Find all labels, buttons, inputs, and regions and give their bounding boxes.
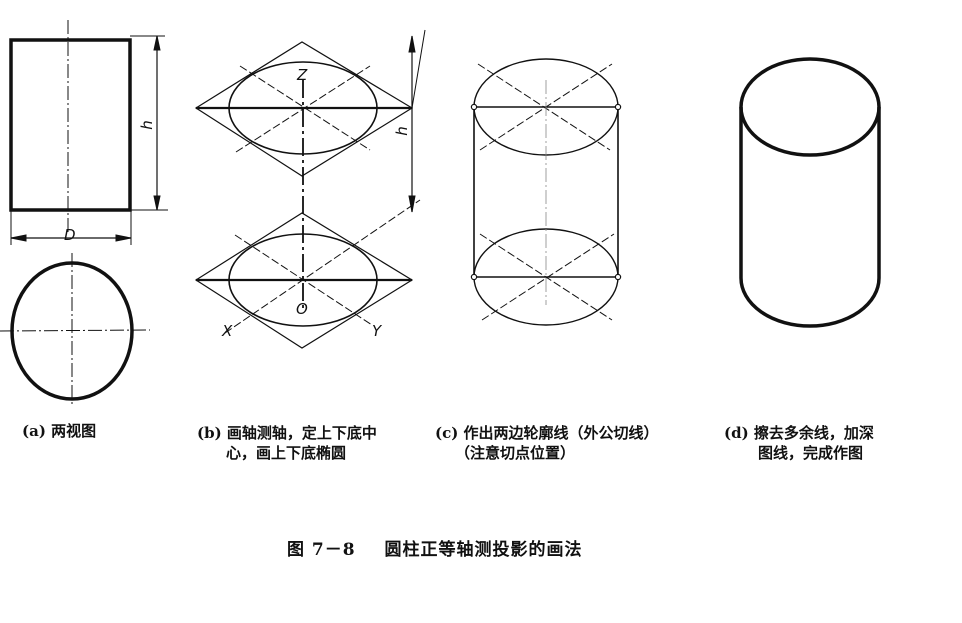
tangent-point [470,273,478,281]
panel-a-top-view [0,253,151,405]
label-x: X [222,322,233,340]
caption-c-line2: （注意切点位置） [455,444,576,462]
caption-a-line1: (a) 两视图 [22,422,97,440]
panel-a-front-view [9,20,168,245]
caption-c-line1: (c) 作出两边轮廓线（外公切线） [435,424,659,442]
caption-c: (c) 作出两边轮廓线（外公切线） （注意切点位置） [435,423,659,463]
caption-d-line2: 图线，完成作图 [758,444,864,462]
figure-caption: 图 7－8 圆柱正等轴测投影的画法 [287,535,583,560]
panel-d-cylinder [739,57,881,328]
label-h-a: h [137,120,156,130]
panel-b-top-rhombus [194,41,414,177]
figure-number: 图 7－8 [287,540,356,560]
tangent-point [614,103,622,111]
label-o: O [296,300,308,318]
caption-b-line2: 心，画上下底椭圆 [226,444,347,462]
panel-c-construction [470,58,622,326]
label-d: D [64,226,76,244]
label-y: Y [372,322,382,340]
caption-b: (b) 画轴测轴，定上下底中 心，画上下底椭圆 [197,423,377,463]
figure-title: 圆柱正等轴测投影的画法 [384,540,583,560]
label-h-b: h [392,126,411,136]
label-z: Z [297,66,308,84]
caption-a: (a) 两视图 [22,421,96,441]
caption-d-line1: (d) 擦去多余线，加深 [724,424,874,442]
caption-b-line1: (b) 画轴测轴，定上下底中 [197,424,377,442]
tangent-point [470,103,478,111]
panel-b-bottom-rhombus [194,199,421,349]
panel-b-height-dimension [408,29,426,213]
tangent-point [614,273,622,281]
caption-d: (d) 擦去多余线，加深 图线，完成作图 [724,423,874,463]
